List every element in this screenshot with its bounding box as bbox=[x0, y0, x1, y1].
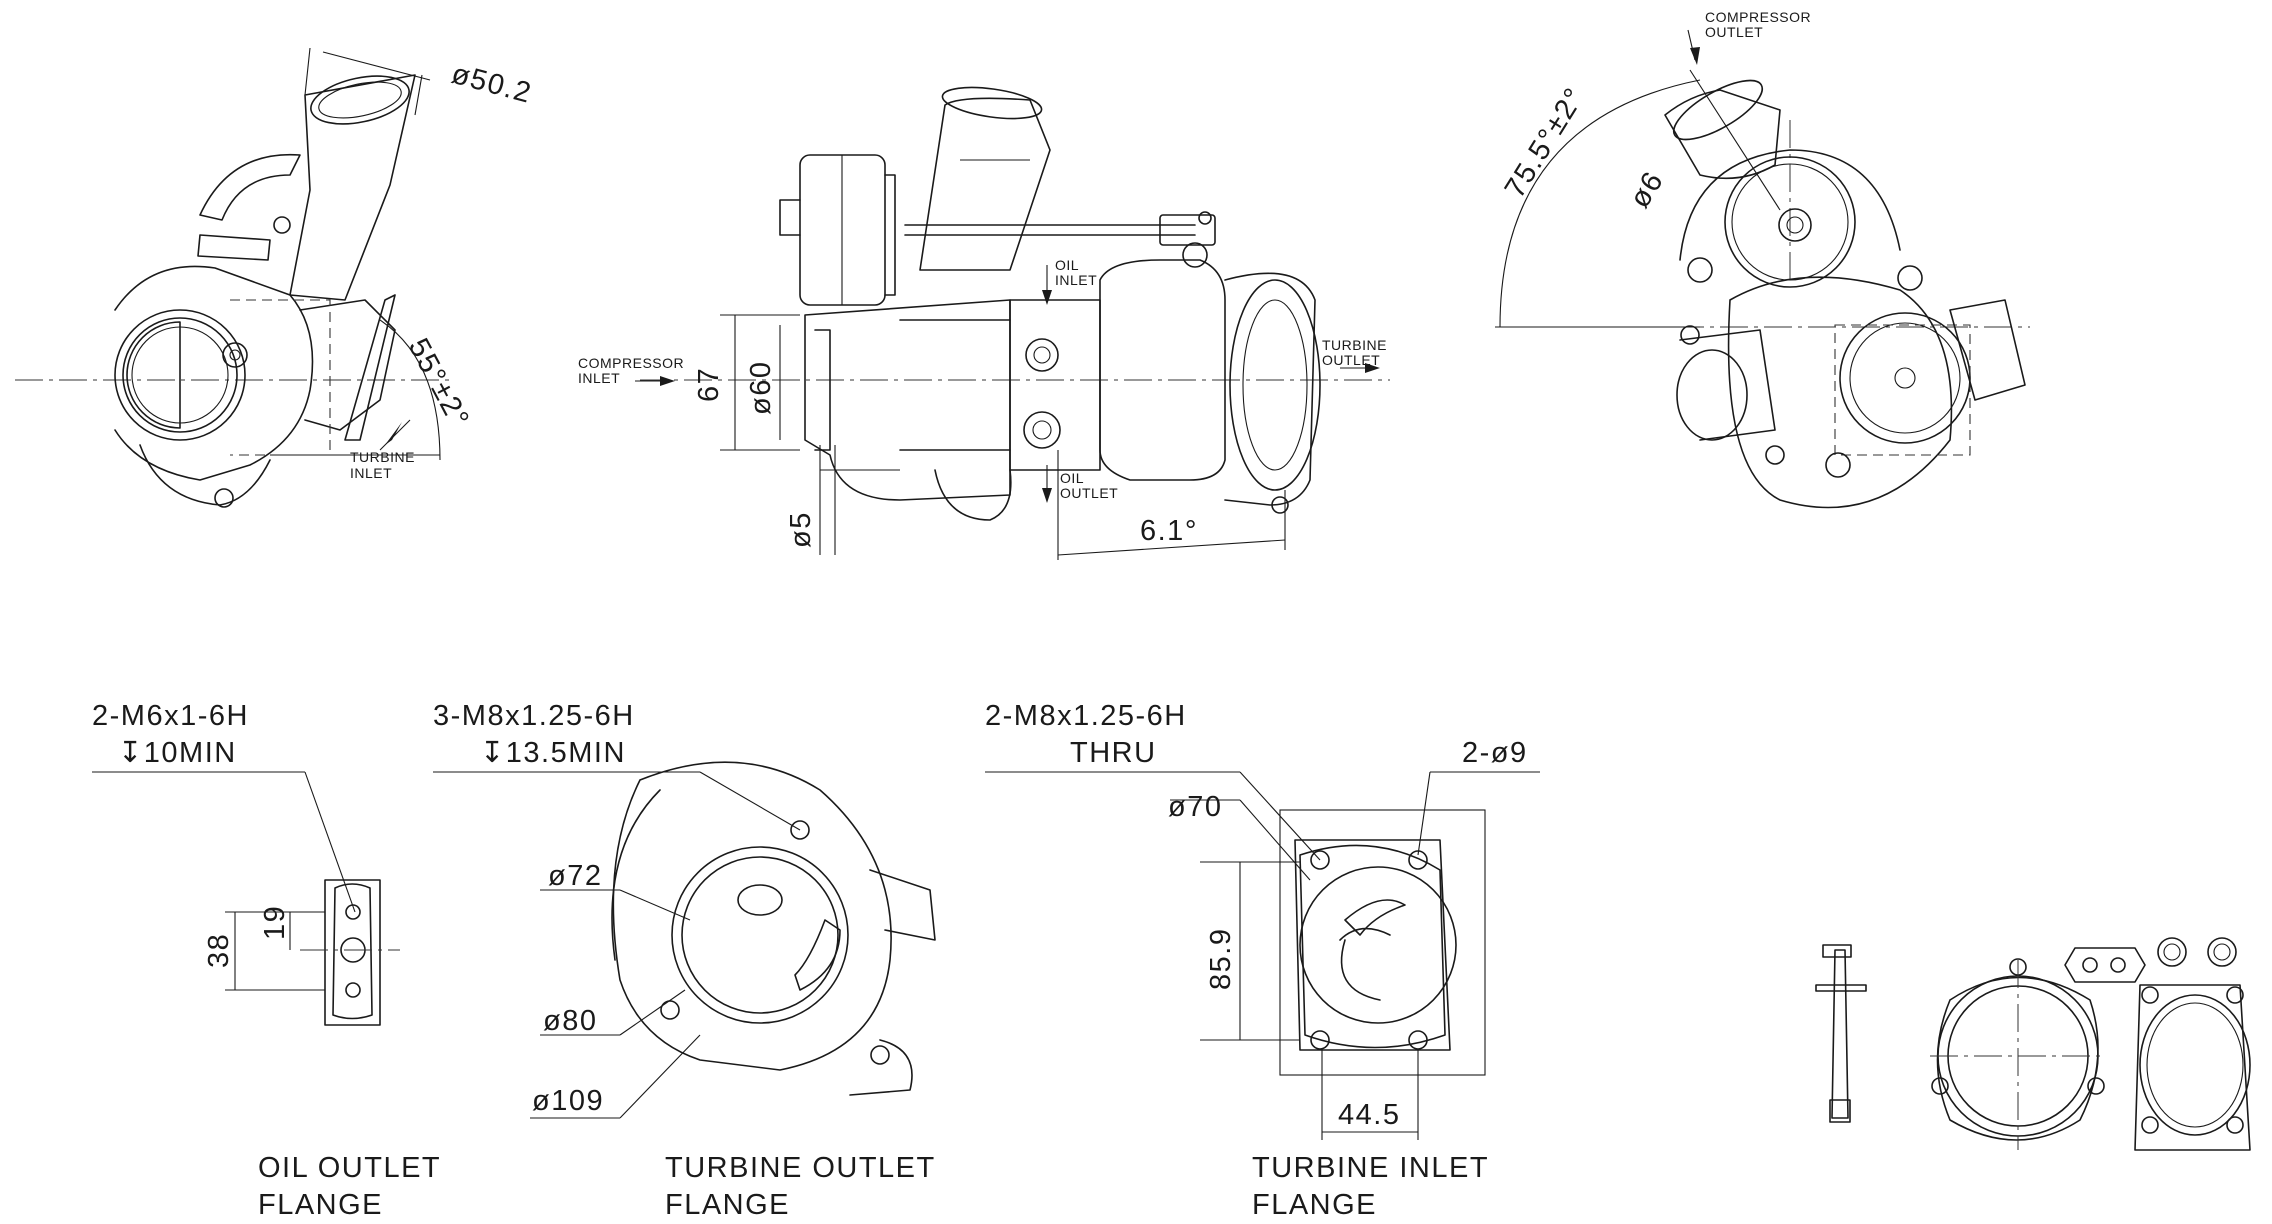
tif-callout-1: 2-M8x1.25-6H bbox=[985, 700, 1187, 732]
oil-title-2: FLANGE bbox=[258, 1189, 383, 1221]
dim-38: 38 bbox=[203, 933, 235, 968]
tif-title-1: TURBINE INLET bbox=[1252, 1152, 1489, 1184]
tif-callout-holes: 2-ø9 bbox=[1462, 737, 1528, 769]
label-oil-inlet-1: OIL bbox=[1055, 257, 1079, 273]
gaskets-view bbox=[1815, 937, 2251, 1151]
dim-109: ø109 bbox=[532, 1085, 604, 1117]
label-oil-outlet-1: OIL bbox=[1060, 470, 1084, 486]
oil-outlet-flange-view: 2-M6x1-6H ↧10MIN 38 19 OIL OUTLET FLANGE bbox=[92, 700, 441, 1221]
side-view: OIL INLET OIL OUTLET COMPRESSOR INLET TU… bbox=[578, 86, 1390, 560]
dim-70: ø70 bbox=[1168, 791, 1222, 823]
tif-callout-2: THRU bbox=[1070, 737, 1157, 769]
front-view: ø50.2 55°±2° TURBINE INLET bbox=[15, 47, 535, 508]
dim-60: ø60 bbox=[745, 361, 777, 415]
dim-44-5: 44.5 bbox=[1338, 1099, 1400, 1131]
dim-angle-55: 55°±2° bbox=[402, 333, 476, 433]
dim-72: ø72 bbox=[548, 860, 602, 892]
label-compressor-inlet-2: INLET bbox=[578, 370, 620, 386]
rear-view: 75.5°±2° ø6 COMPRESSOR OUTLET bbox=[1495, 9, 2030, 509]
tof-title-1: TURBINE OUTLET bbox=[665, 1152, 936, 1184]
label-oil-outlet-2: OUTLET bbox=[1060, 485, 1118, 501]
dim-19: 19 bbox=[259, 905, 291, 940]
label-turbine-inlet-2: INLET bbox=[350, 465, 392, 481]
tof-callout-2: ↧13.5MIN bbox=[480, 737, 626, 769]
dim-80: ø80 bbox=[543, 1005, 597, 1037]
turbine-outlet-flange-view: 3-M8x1.25-6H ↧13.5MIN ø72 ø80 ø109 TURBI… bbox=[433, 700, 936, 1221]
label-compressor-outlet-1: COMPRESSOR bbox=[1705, 9, 1811, 25]
oil-callout-1: 2-M6x1-6H bbox=[92, 700, 249, 732]
dim-6-1: 6.1° bbox=[1140, 515, 1198, 547]
dim-6-rear: ø6 bbox=[1624, 166, 1671, 214]
label-turbine-inlet-1: TURBINE bbox=[350, 449, 415, 465]
label-compressor-inlet-1: COMPRESSOR bbox=[578, 355, 684, 371]
label-compressor-outlet-2: OUTLET bbox=[1705, 24, 1763, 40]
dim-85-9: 85.9 bbox=[1205, 928, 1237, 990]
tif-title-2: FLANGE bbox=[1252, 1189, 1377, 1221]
turbine-inlet-flange-view: 2-M8x1.25-6H THRU 2-ø9 85.9 ø70 44.5 TUR… bbox=[985, 700, 1540, 1221]
dim-67: 67 bbox=[693, 367, 725, 402]
oil-title-1: OIL OUTLET bbox=[258, 1152, 441, 1184]
label-oil-inlet-2: INLET bbox=[1055, 272, 1097, 288]
oil-callout-2: ↧10MIN bbox=[118, 737, 237, 769]
dim-outlet-diameter: ø50.2 bbox=[448, 58, 535, 110]
dim-5: ø5 bbox=[785, 511, 817, 548]
label-turbine-outlet-1: TURBINE bbox=[1322, 337, 1387, 353]
tof-title-2: FLANGE bbox=[665, 1189, 790, 1221]
dim-angle-75: 75.5°±2° bbox=[1499, 82, 1592, 204]
label-turbine-outlet-2: OUTLET bbox=[1322, 352, 1380, 368]
tof-callout-1: 3-M8x1.25-6H bbox=[433, 700, 635, 732]
